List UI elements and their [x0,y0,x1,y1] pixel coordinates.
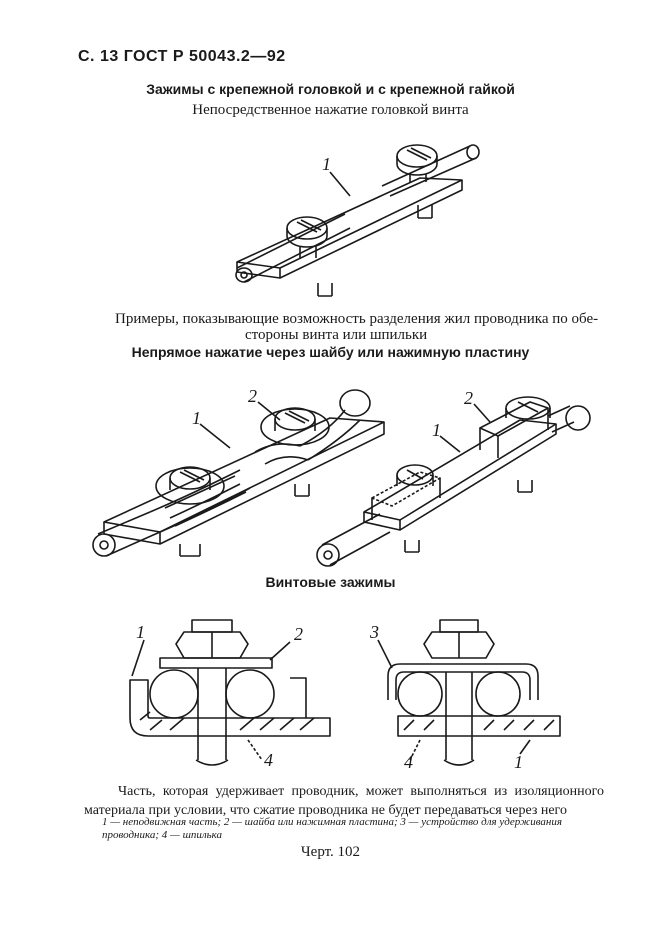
callout-1-fig-b: 1 [192,408,201,428]
page-header: С. 13 ГОСТ Р 50043.2—92 [78,48,286,65]
figure-indirect-plate [316,396,591,567]
callout-2-fig-d: 2 [294,624,303,644]
callout-1-fig-d: 1 [136,622,145,642]
callout-4-fig-d: 4 [264,750,273,770]
callout-4-fig-e: 4 [404,752,413,772]
callout-2-fig-b: 2 [248,386,257,406]
callout-1-fig-a: 1 [322,154,331,174]
examples-line-2: стороны винта или шпильки [245,327,428,343]
callout-2-fig-c: 2 [464,388,473,408]
callout-1-fig-e: 1 [514,752,523,772]
subtitle-screw-terminals: Винтовые зажимы [265,574,396,590]
examples-line-1: Примеры, показывающие возможность раздел… [115,311,599,327]
figure-caption: Черт. 102 [300,844,361,860]
note-paragraph: Часть, которая удерживает проводник, мож… [84,784,604,818]
callout-3-fig-e: 3 [369,622,379,642]
subtitle-direct-pressure: Непосредственное нажатие головкой винта [192,102,469,118]
section-title: Зажимы с крепежной головкой и с крепежно… [146,81,515,97]
callout-1-fig-c: 1 [432,420,441,440]
figure-direct-clamp [235,144,480,297]
legend-text: 1 — неподвижная часть; 2 — шайба или наж… [102,816,563,841]
figure-section-right [377,619,561,766]
figure-section-left [129,619,331,766]
figure-indirect-washer [92,389,385,557]
subtitle-indirect-pressure: Непрямое нажатие через шайбу или нажимну… [131,344,530,360]
